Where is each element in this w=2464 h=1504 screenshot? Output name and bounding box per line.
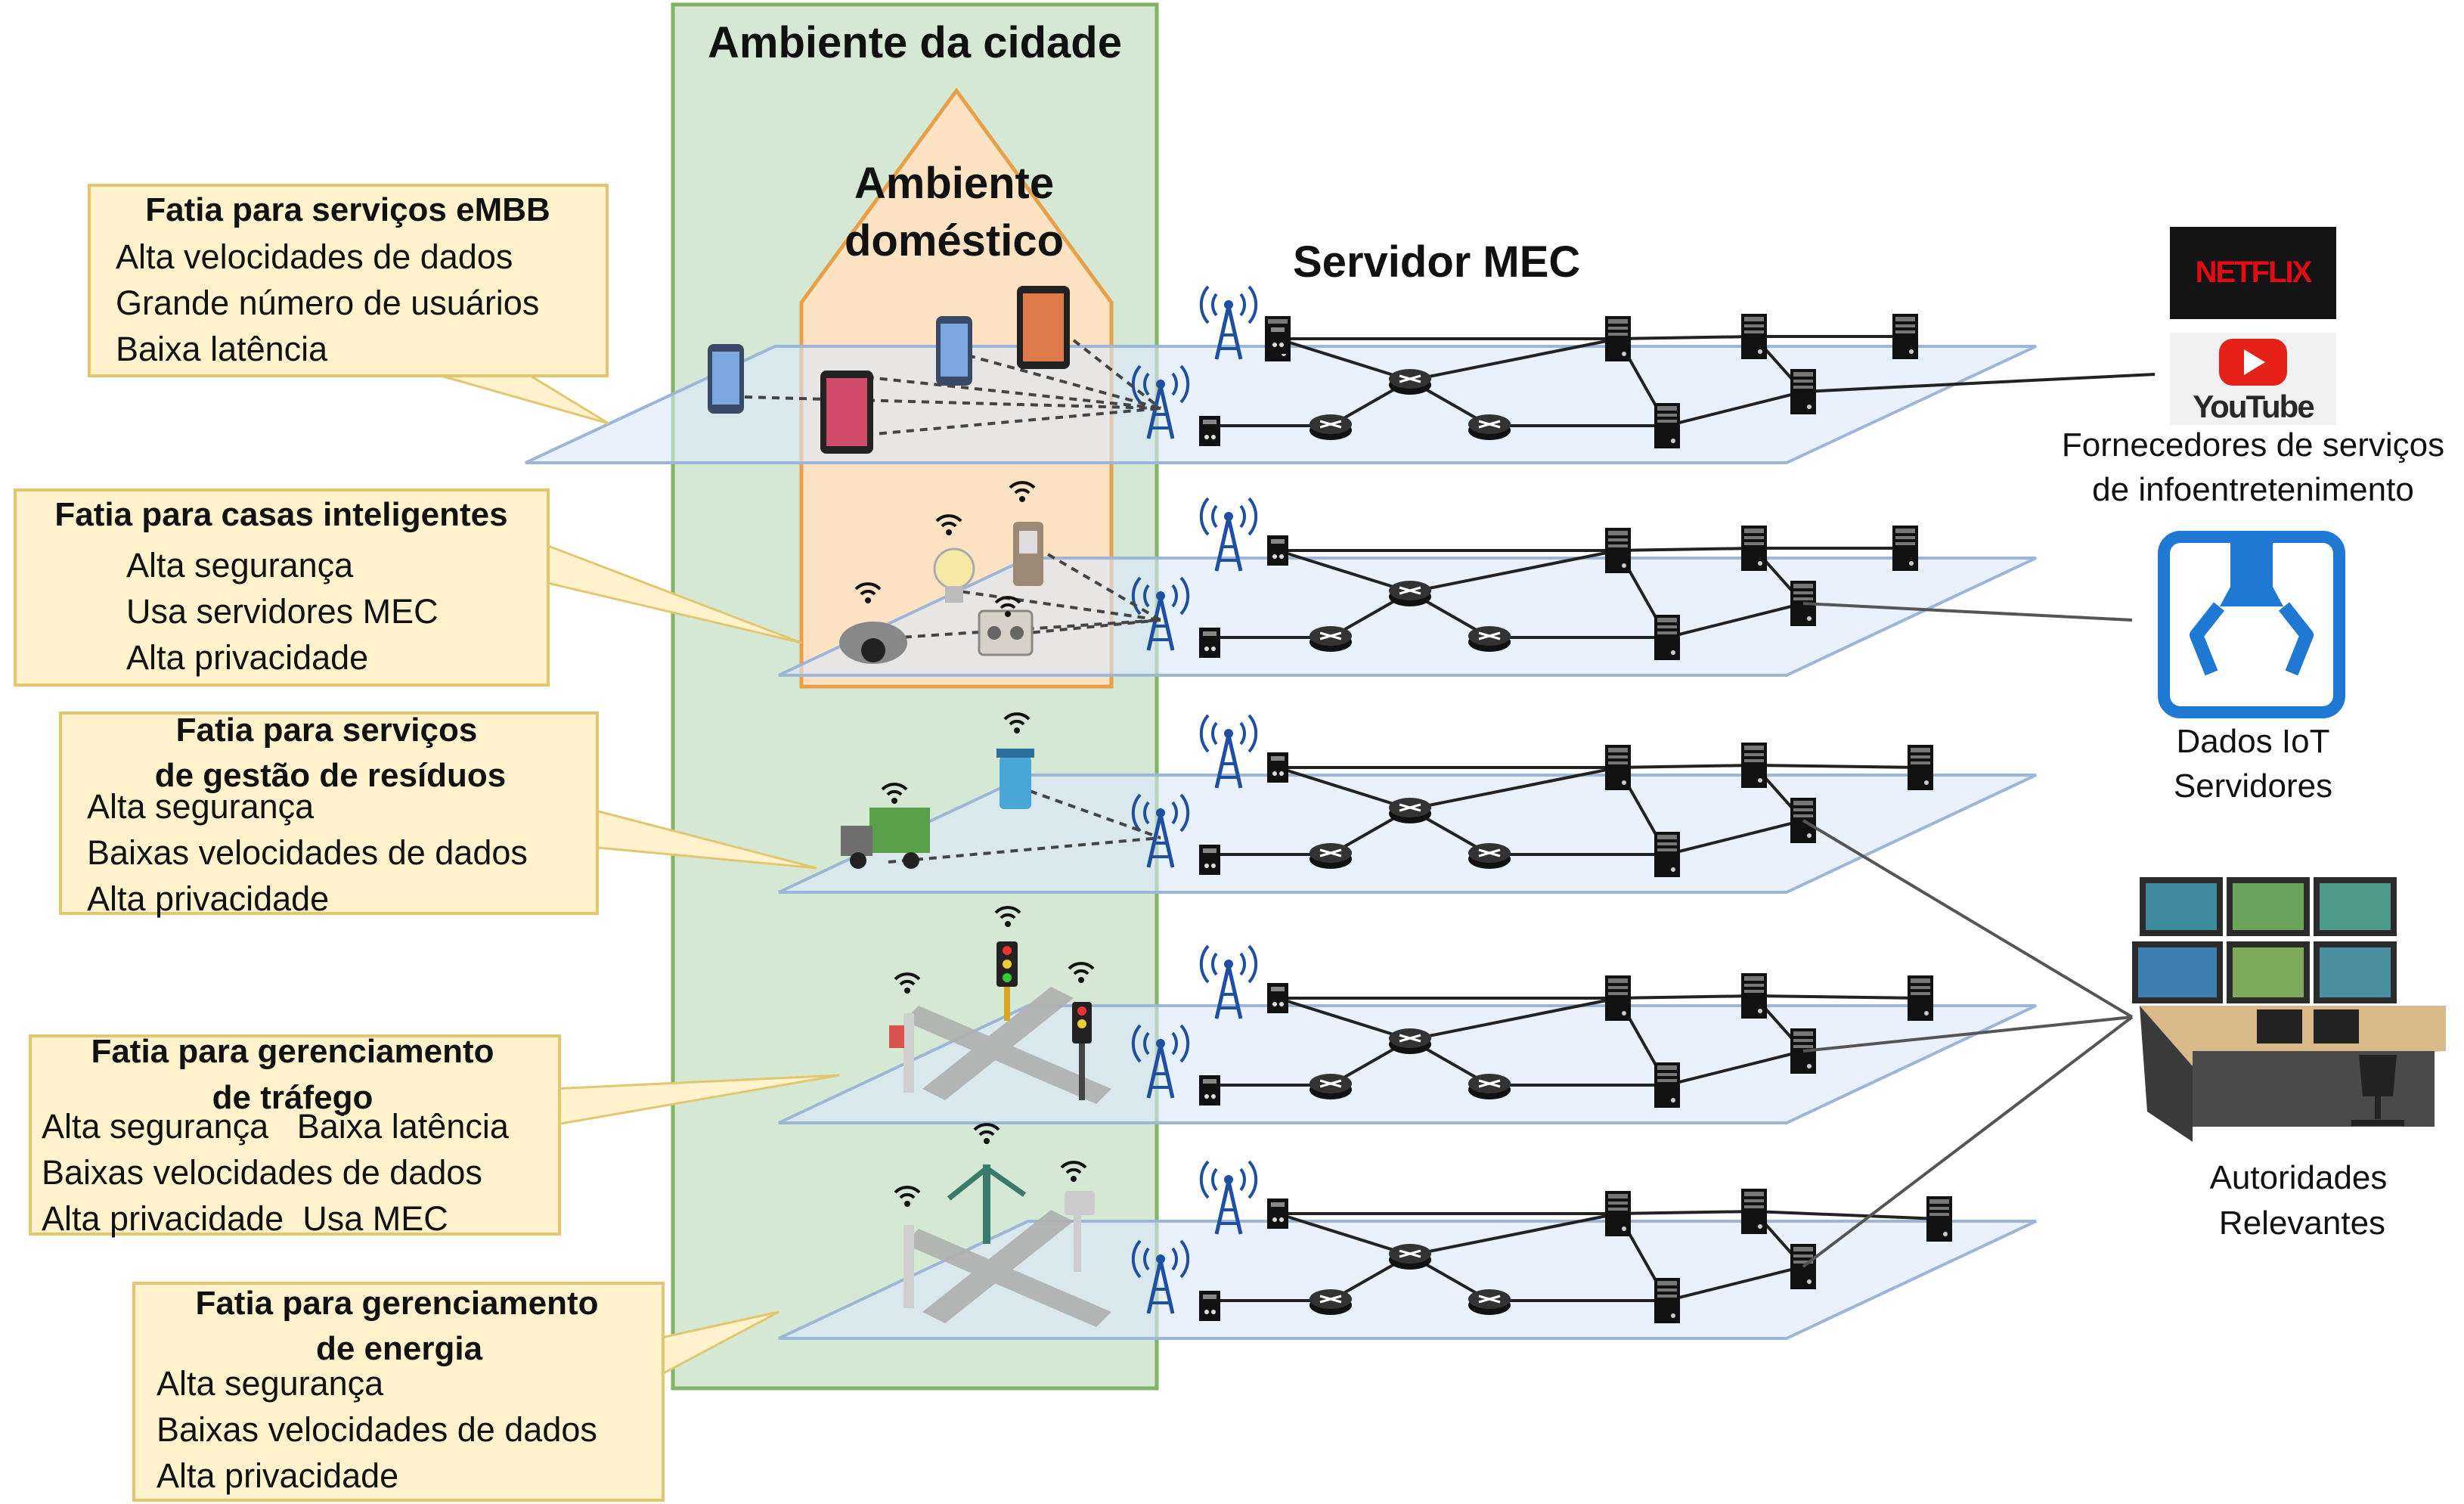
- slice-box-waste: Fatia para serviços de gestão de resíduo…: [59, 712, 599, 918]
- slice-box-traffic: Fatia para gerenciamento de tráfego Alta…: [29, 1033, 561, 1238]
- slice-title: de tráfego: [212, 1079, 373, 1116]
- infotainment-label-line2: de infoentretenimento: [2092, 471, 2414, 508]
- infotainment-providers: NETFLIX YouTube Fornecedores de serviços…: [2062, 227, 2444, 508]
- street-barrier-icon: [889, 1013, 914, 1093]
- street-lamp-icon: [947, 1164, 1027, 1244]
- netflix-logo: NETFLIX: [2170, 227, 2336, 319]
- slice-plane-waste-management: [778, 774, 2037, 894]
- slice-title: de gestão de resíduos: [155, 757, 507, 794]
- tablet-icon: [1017, 286, 1070, 369]
- slice-box-energy: Fatia para gerenciamento de energia Alta…: [132, 1282, 665, 1502]
- home-environment-title-line2: doméstico: [845, 216, 1064, 265]
- slice-title: Fatia para casas inteligentes: [54, 496, 507, 533]
- iot-label-line1: Dados IoT: [2177, 723, 2330, 760]
- mec-network-embb: [1133, 287, 2156, 448]
- authorities: Autoridades Relevantes: [2132, 877, 2446, 1242]
- smart-bin-icon: [996, 749, 1034, 809]
- street-pole-icon: [903, 1225, 914, 1308]
- slice-attribute: Baixas velocidades de dados: [87, 833, 528, 872]
- slice-attribute: Baixa latência: [116, 330, 328, 368]
- slice-attribute: Alta segurança: [87, 787, 315, 826]
- slice-title: de energia: [316, 1330, 483, 1367]
- slice-attribute: Alta segurança: [126, 546, 354, 585]
- slice-title: Fatia para serviços: [176, 712, 478, 749]
- svg-text:NETFLIX: NETFLIX: [2196, 256, 2313, 289]
- youtube-logo: YouTube: [2170, 333, 2336, 425]
- slice-attribute: Alta segurança Baixa latência: [42, 1107, 510, 1146]
- slice-attribute: Alta privacidade: [126, 638, 368, 677]
- smartphone-icon: [708, 344, 744, 414]
- mec-server-label: Servidor MEC: [1293, 237, 1580, 287]
- iot-servers: Dados IoT Servidores: [2158, 531, 2345, 805]
- provider-connectors: [1802, 602, 2134, 1268]
- tablet-icon: [820, 371, 873, 454]
- robot-arm-icon: [2158, 531, 2345, 718]
- embb-devices: [708, 286, 1162, 454]
- authorities-label-line1: Autoridades: [2210, 1159, 2388, 1196]
- control-room-icon: [2132, 877, 2446, 1142]
- city-environment-title: Ambiente da cidade: [708, 18, 1122, 67]
- home-environment-title-line1: Ambiente: [854, 159, 1054, 208]
- security-camera-icon: [839, 622, 907, 664]
- traffic-light-icon: [996, 941, 1018, 1021]
- smart-meter-icon: [1065, 1191, 1095, 1272]
- smartphone-icon: [936, 316, 972, 386]
- slice-title: Fatia para gerenciamento: [195, 1285, 598, 1322]
- infotainment-label-line1: Fornecedores de serviços: [2062, 426, 2444, 464]
- traffic-devices: [889, 906, 1111, 1104]
- garbage-truck-icon: [841, 808, 930, 869]
- slice-attribute: Baixas velocidades de dados: [157, 1410, 597, 1449]
- slice-attribute: Grande número de usuários: [116, 284, 539, 322]
- slice-attribute: Alta privacidade Usa MEC: [42, 1199, 448, 1238]
- slice-attribute: Baixas velocidades de dados: [42, 1153, 482, 1192]
- slice-attribute: Alta velocidades de dados: [116, 237, 513, 276]
- traffic-light-icon: [1072, 1002, 1092, 1100]
- smart-outlet-icon: [978, 609, 1034, 656]
- svg-text:YouTube: YouTube: [2193, 389, 2314, 424]
- slice-box-embb: Fatia para serviços eMBB Alta velocidade…: [88, 184, 609, 377]
- slice-attribute: Alta privacidade: [87, 879, 329, 918]
- authorities-label-line2: Relevantes: [2219, 1205, 2385, 1242]
- slice-box-smart-homes: Fatia para casas inteligentes Alta segur…: [14, 488, 550, 687]
- energy-devices: [894, 1123, 1111, 1327]
- slice-title: Fatia para gerenciamento: [91, 1033, 494, 1070]
- slice-attribute: Alta privacidade: [157, 1456, 398, 1495]
- slice-attribute: Usa servidores MEC: [126, 592, 439, 631]
- waste-devices: [841, 712, 1161, 869]
- slice-attribute: Alta segurança: [157, 1364, 384, 1403]
- smart-home-devices: [839, 481, 1162, 664]
- iot-label-line2: Servidores: [2174, 768, 2332, 805]
- smart-bulb-icon: [933, 547, 975, 603]
- slice-title: Fatia para serviços eMBB: [145, 191, 550, 228]
- smart-lock-icon: [1013, 522, 1043, 586]
